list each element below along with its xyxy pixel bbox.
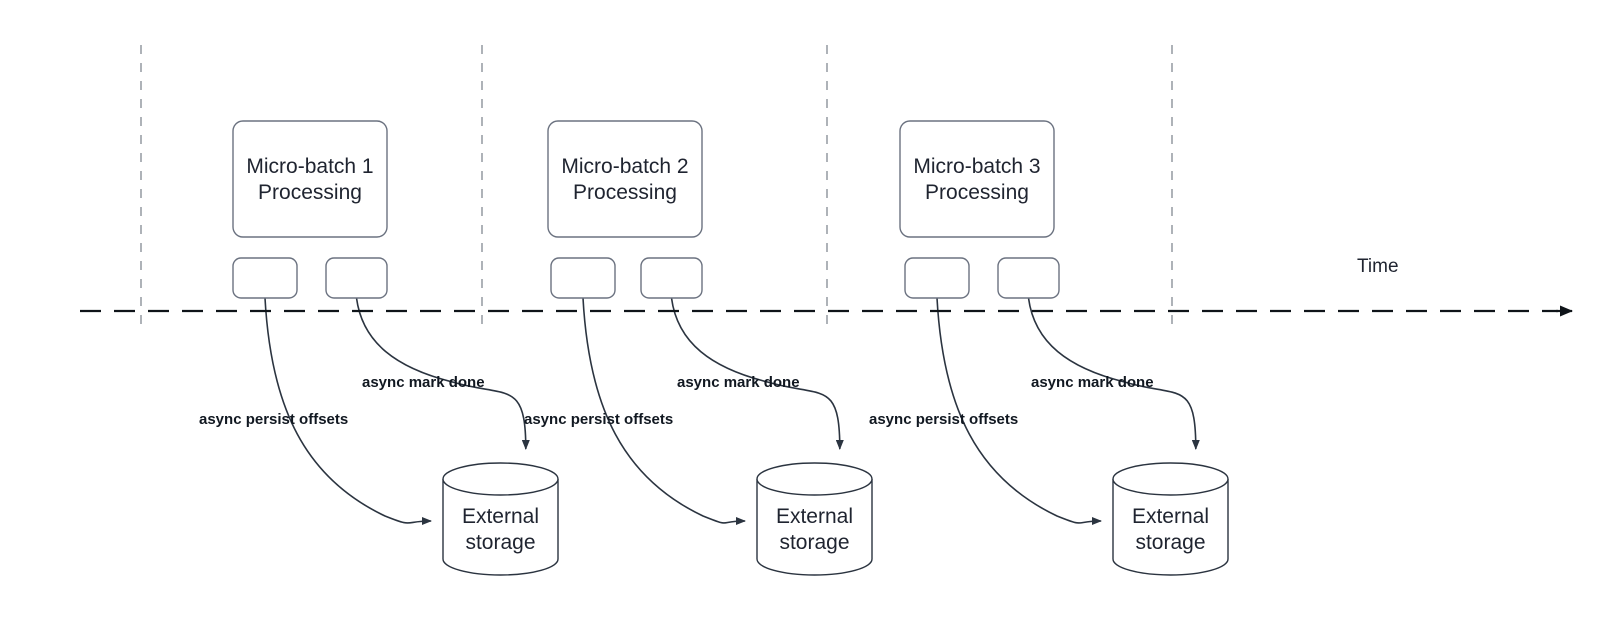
micro-batch-box-3[interactable] <box>899 120 1055 238</box>
external-storage-cylinder-body-3 <box>1112 479 1229 576</box>
micro-batch-title-2: Micro-batch 2 <box>561 155 688 178</box>
time-axis-label: Time <box>1357 256 1399 277</box>
external-storage-title-2: External <box>776 505 853 528</box>
external-storage-cylinder-top-2 <box>756 462 873 496</box>
mark-done-task-box-2[interactable] <box>640 257 703 299</box>
external-storage-subtitle-1: storage <box>465 531 535 554</box>
timeline-tick-group <box>140 45 1173 330</box>
micro-batch-subtitle-2: Processing <box>573 181 677 204</box>
async-mark-done-arrow-2 <box>670 297 844 450</box>
async-persist-offsets-label-1: async persist offsets <box>199 411 348 428</box>
async-mark-done-label-1: async mark done <box>362 374 485 391</box>
async-persist-offsets-arrow-2 <box>582 297 746 526</box>
mark-done-task-box-3[interactable] <box>997 257 1060 299</box>
async-mark-done-arrow-1 <box>355 297 530 450</box>
external-storage-title-3: External <box>1132 505 1209 528</box>
external-storage-cylinder-top-3 <box>1112 462 1229 496</box>
async-mark-done-arrow-3 <box>1027 297 1200 450</box>
external-storage-subtitle-2: storage <box>779 531 849 554</box>
persist-task-box-2[interactable] <box>550 257 616 299</box>
mark-done-task-box-1[interactable] <box>325 257 388 299</box>
persist-task-box-3[interactable] <box>904 257 970 299</box>
micro-batch-box-2[interactable] <box>547 120 703 238</box>
external-storage-cylinder-body-1 <box>442 479 559 576</box>
async-mark-done-label-2: async mark done <box>677 374 800 391</box>
shape-group <box>232 120 1229 576</box>
micro-batch-title-1: Micro-batch 1 <box>246 155 373 178</box>
external-storage-subtitle-3: storage <box>1135 531 1205 554</box>
micro-batch-subtitle-3: Processing <box>925 181 1029 204</box>
async-persist-offsets-label-3: async persist offsets <box>869 411 1018 428</box>
async-persist-offsets-arrow-3 <box>936 297 1102 526</box>
async-persist-offsets-arrow-1 <box>264 297 432 526</box>
micro-batch-box-1[interactable] <box>232 120 388 238</box>
external-storage-cylinder-body-2 <box>756 479 873 576</box>
async-persist-offsets-label-2: async persist offsets <box>524 411 673 428</box>
flow-arrow-group <box>264 297 1200 526</box>
external-storage-title-1: External <box>462 505 539 528</box>
external-storage-cylinder-top-1 <box>442 462 559 496</box>
async-mark-done-label-3: async mark done <box>1031 374 1154 391</box>
persist-task-box-1[interactable] <box>232 257 298 299</box>
micro-batch-subtitle-1: Processing <box>258 181 362 204</box>
micro-batch-title-3: Micro-batch 3 <box>913 155 1040 178</box>
